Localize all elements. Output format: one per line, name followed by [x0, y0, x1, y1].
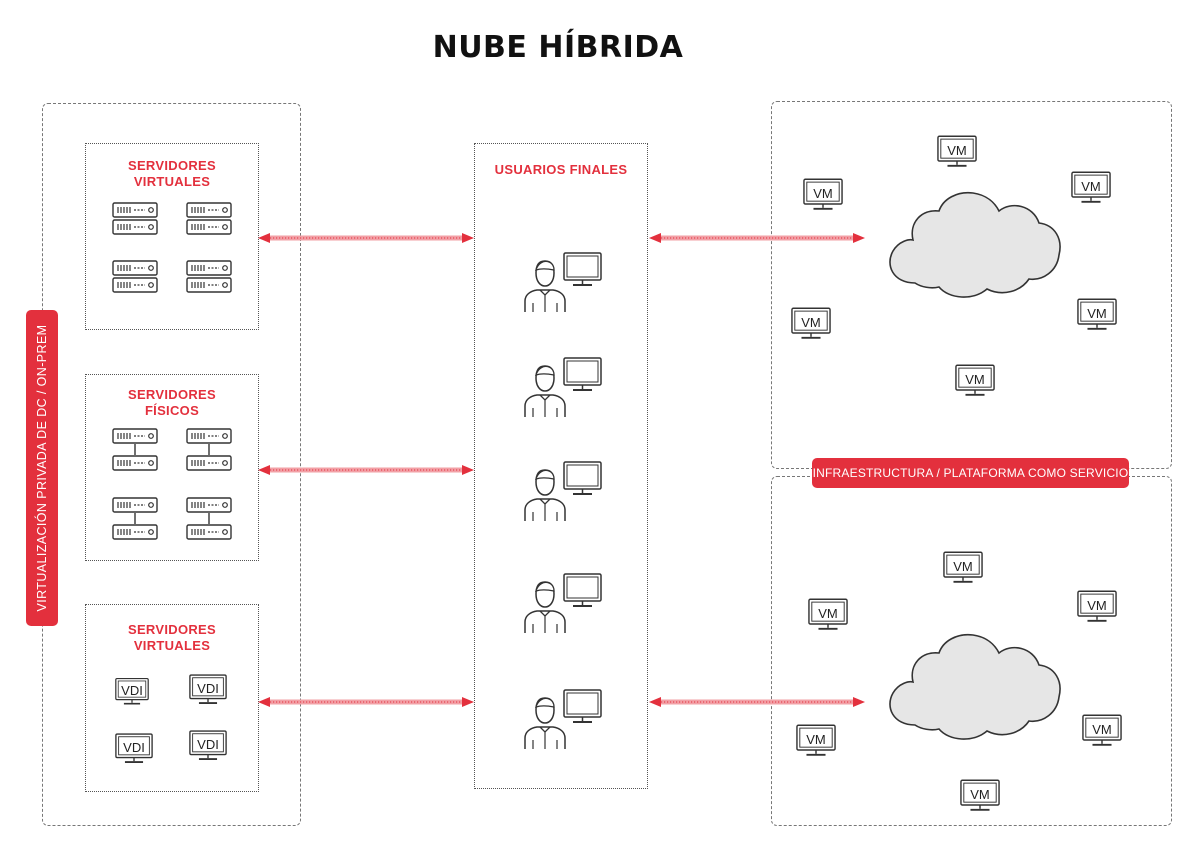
physical-servers-group: SERVIDORES FÍSICOS: [85, 374, 259, 561]
cloud-icon: [889, 633, 1061, 740]
cloud-icon: [889, 191, 1061, 298]
bidirectional-arrow: [258, 697, 474, 707]
bidirectional-arrow: [258, 233, 474, 243]
vm-monitor-icon: VM: [796, 724, 836, 756]
on-prem-badge: VIRTUALIZACIÓN PRIVADA DE DC / ON-PREM: [26, 310, 58, 626]
physical-server-icon: [186, 428, 232, 471]
physical-server-icon: [186, 497, 232, 540]
svg-text:VM: VM: [813, 186, 833, 201]
physical-servers-title: SERVIDORES FÍSICOS: [86, 387, 258, 419]
virtual-server-icon: [186, 260, 232, 293]
svg-text:VDI: VDI: [121, 683, 143, 698]
svg-text:VDI: VDI: [123, 740, 145, 755]
svg-text:VDI: VDI: [197, 737, 219, 752]
vm-monitor-icon: VM: [960, 779, 1000, 811]
virtual-server-icon: [112, 202, 158, 235]
vm-monitor-icon: VM: [808, 598, 848, 630]
vdi-servers-title-text: SERVIDORES VIRTUALES: [127, 622, 216, 653]
svg-text:VM: VM: [1081, 179, 1101, 194]
svg-text:VM: VM: [801, 315, 821, 330]
vm-monitor-icon: VM: [1077, 298, 1117, 330]
bidirectional-arrow: [649, 233, 865, 243]
end-user-icon: [524, 461, 602, 522]
vm-monitor-icon: VM: [1082, 714, 1122, 746]
svg-text:VM: VM: [1092, 722, 1112, 737]
vm-monitor-icon: VM: [955, 364, 995, 396]
svg-text:VM: VM: [953, 559, 973, 574]
vdi-servers-title: SERVIDORES VIRTUALES: [86, 622, 258, 654]
end-user-icon: [524, 357, 602, 418]
vdi-servers-group: SERVIDORES VIRTUALES: [85, 604, 259, 792]
svg-text:VM: VM: [806, 732, 826, 747]
vm-monitor-icon: VM: [943, 551, 983, 583]
end-users-group: USUARIOS FINALES: [474, 143, 648, 789]
virtual-servers-title-text: SERVIDORES VIRTUALES: [127, 158, 216, 189]
virtual-server-icon: [112, 260, 158, 293]
bidirectional-arrow: [258, 465, 474, 475]
end-users-title: USUARIOS FINALES: [494, 162, 628, 177]
svg-text:VM: VM: [818, 606, 838, 621]
virtual-servers-group: SERVIDORES VIRTUALES: [85, 143, 259, 330]
physical-servers-title-text: SERVIDORES FÍSICOS: [127, 387, 216, 418]
end-user-icon: [524, 689, 602, 750]
vm-monitor-icon: VM: [937, 135, 977, 167]
physical-server-icon: [112, 428, 158, 471]
end-user-icon: [524, 252, 602, 313]
diagram-title: NUBE HÍBRIDA: [432, 30, 684, 65]
svg-text:VDI: VDI: [197, 681, 219, 696]
svg-text:VM: VM: [970, 787, 990, 802]
physical-server-icon: [112, 497, 158, 540]
svg-text:VM: VM: [1087, 598, 1107, 613]
vm-monitor-icon: VM: [1077, 590, 1117, 622]
vm-monitor-icon: VM: [803, 178, 843, 210]
vm-monitor-icon: VM: [791, 307, 831, 339]
svg-text:VM: VM: [1087, 306, 1107, 321]
bidirectional-arrow: [649, 697, 865, 707]
svg-text:VM: VM: [965, 372, 985, 387]
svg-text:VM: VM: [947, 143, 967, 158]
iaas-badge: INFRAESTRUCTURA / PLATAFORMA COMO SERVIC…: [812, 458, 1129, 488]
vdi-monitor-icon: VDI: [115, 677, 149, 705]
vdi-monitor-icon: VDI: [189, 674, 227, 705]
virtual-server-icon: [186, 202, 232, 235]
vdi-monitor-icon: VDI: [115, 733, 153, 764]
virtual-servers-title: SERVIDORES VIRTUALES: [86, 158, 258, 190]
vm-monitor-icon: VM: [1071, 171, 1111, 203]
vdi-monitor-icon: VDI: [189, 730, 227, 761]
end-user-icon: [524, 573, 602, 634]
